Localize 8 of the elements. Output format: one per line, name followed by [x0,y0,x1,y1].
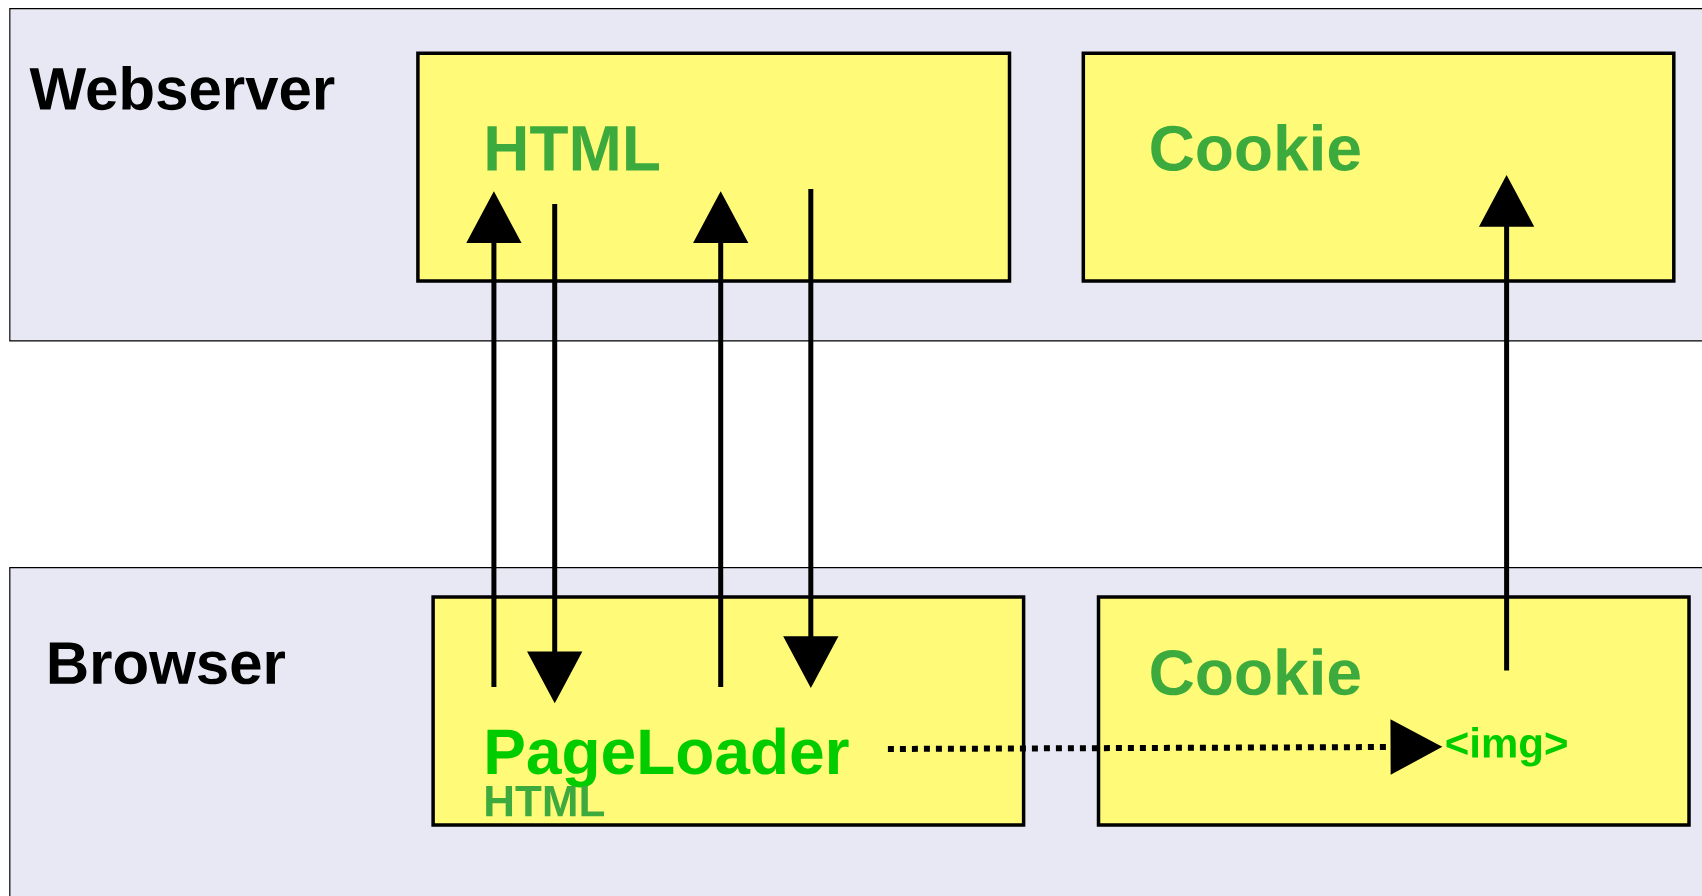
component-label: Cookie [1151,648,1360,696]
component-label: HTML [487,126,659,171]
component-label: PageLoader [487,727,849,788]
component-label: HTML [486,786,605,817]
tag-label: <img> [1446,727,1567,767]
panel-heading: Webserver [29,66,335,111]
panel-heading: Browser [49,642,285,685]
component-label: Cookie [1151,124,1360,171]
